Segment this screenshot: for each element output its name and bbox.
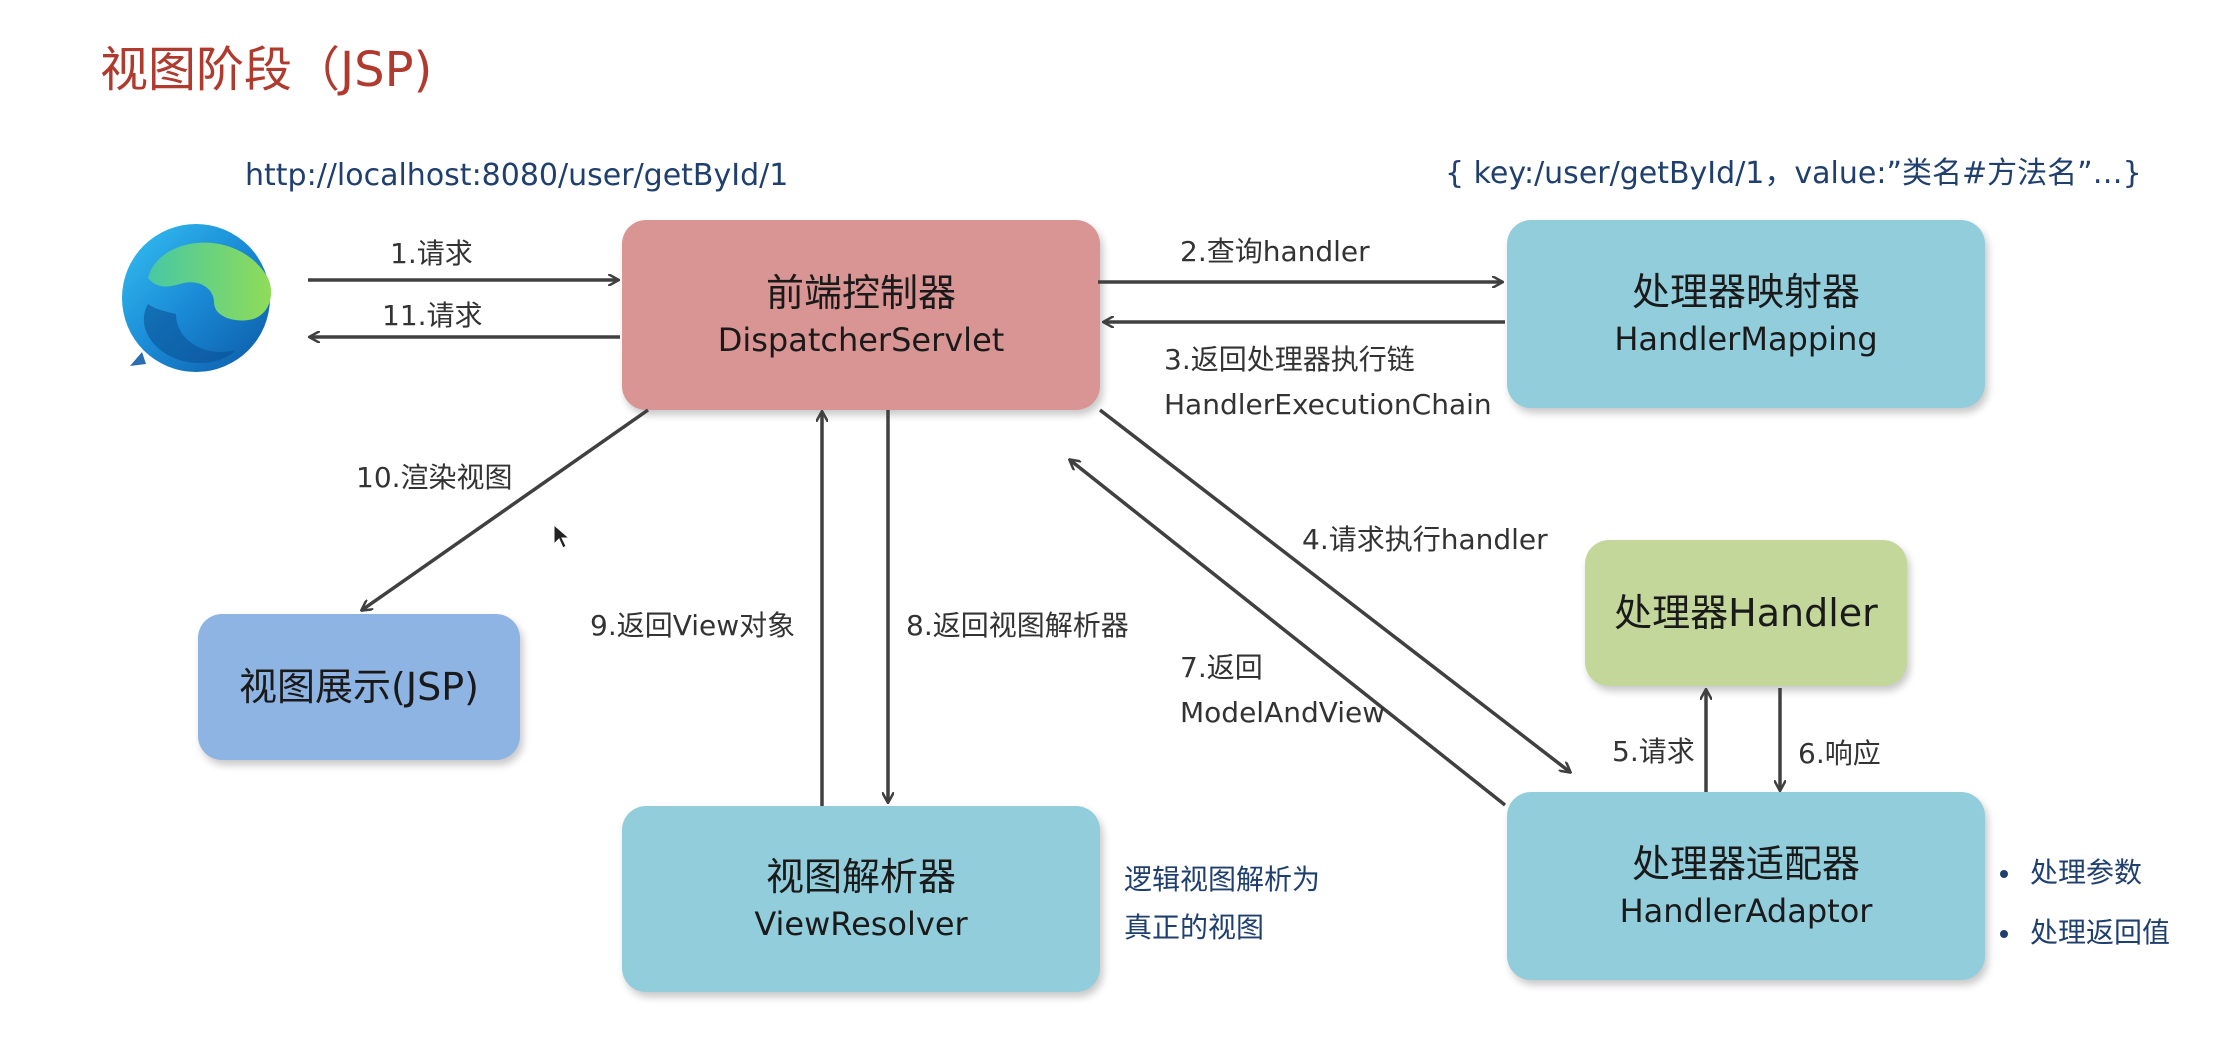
label-step-7a: 7.返回 <box>1180 651 1263 684</box>
request-url: http://localhost:8080/user/getById/1 <box>245 158 789 193</box>
bullet-dot-icon <box>2000 870 2008 878</box>
resolver-cn: 视图解析器 <box>765 855 956 899</box>
resolver-note-line-2: 真正的视图 <box>1124 911 1265 944</box>
resolver-en: ViewResolver <box>754 905 968 943</box>
dispatcher-servlet-box: 前端控制器 DispatcherServlet <box>622 220 1100 410</box>
bullet-item: 处理返回值 <box>2000 908 2170 968</box>
label-step-3b: HandlerExecutionChain <box>1164 388 1492 421</box>
adaptor-cn: 处理器适配器 <box>1631 842 1860 886</box>
edge-browser-icon <box>122 224 272 372</box>
label-step-10: 10.渲染视图 <box>356 461 513 494</box>
adaptor-en: HandlerAdaptor <box>1619 892 1873 930</box>
bullet-item: 处理参数 <box>2000 848 2170 908</box>
label-step-11: 11.请求 <box>382 299 483 332</box>
label-step-5: 5.请求 <box>1612 735 1695 768</box>
bullet-text: 处理返回值 <box>2030 916 2171 949</box>
label-step-7b: ModelAndView <box>1180 696 1386 729</box>
handler-adaptor-box: 处理器适配器 HandlerAdaptor <box>1507 792 1985 980</box>
bullet-dot-icon <box>2000 930 2008 938</box>
view-display-box: 视图展示(JSP) <box>198 614 520 760</box>
handler-mapping-box: 处理器映射器 HandlerMapping <box>1507 220 1985 408</box>
handler-box: 处理器Handler <box>1585 540 1907 686</box>
label-step-2: 2.查询handler <box>1180 235 1370 268</box>
label-step-1: 1.请求 <box>390 237 473 270</box>
label-step-8: 8.返回视图解析器 <box>906 609 1129 642</box>
resolver-note-line-1: 逻辑视图解析为 <box>1124 863 1321 896</box>
adaptor-bullets: 处理参数 处理返回值 <box>2000 848 2170 968</box>
dispatcher-en: DispatcherServlet <box>717 321 1005 359</box>
view-cn: 视图展示(JSP) <box>239 665 479 709</box>
mouse-cursor-icon <box>553 524 571 549</box>
label-step-9: 9.返回View对象 <box>590 609 796 642</box>
label-step-3a: 3.返回处理器执行链 <box>1164 343 1415 376</box>
resolver-note: 逻辑视图解析为 真正的视图 <box>1124 856 1320 952</box>
handler-cn: 处理器Handler <box>1614 591 1878 635</box>
arrow-10-render-view <box>362 408 650 610</box>
label-step-6: 6.响应 <box>1798 737 1881 770</box>
page-title: 视图阶段（JSP) <box>100 42 433 98</box>
label-step-4: 4.请求执行handler <box>1302 523 1548 556</box>
view-resolver-box: 视图解析器 ViewResolver <box>622 806 1100 992</box>
mapping-en: HandlerMapping <box>1614 320 1878 358</box>
arrow-7-return-modelandview <box>1070 460 1507 807</box>
mapping-cn: 处理器映射器 <box>1631 270 1860 314</box>
bullet-text: 处理参数 <box>2030 856 2143 889</box>
arrow-4-execute-handler <box>1098 408 1570 772</box>
mapping-note: { key:/user/getById/1，value:”类名#方法名”…} <box>1445 156 2142 191</box>
dispatcher-cn: 前端控制器 <box>765 271 956 315</box>
